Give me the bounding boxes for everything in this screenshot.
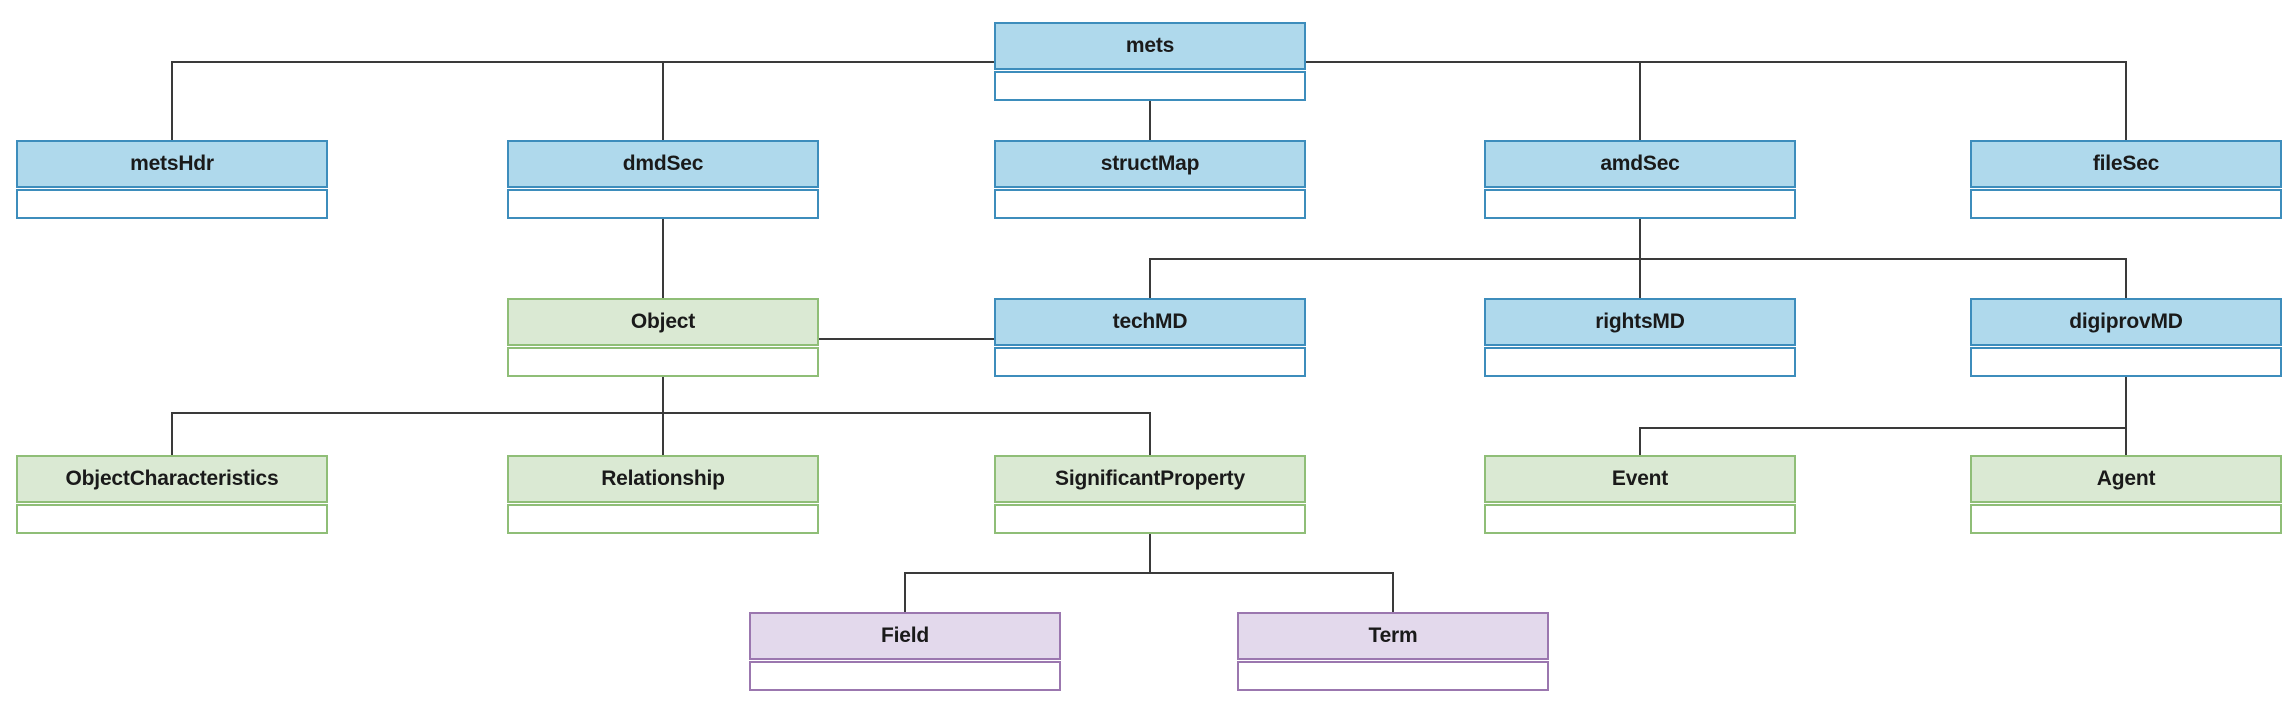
edge-digiprovmd-event <box>1639 427 1641 455</box>
node-filesec: fileSec <box>1970 140 2282 219</box>
node-relationship: Relationship <box>507 455 819 534</box>
node-object-label: Object <box>507 298 819 346</box>
edge-amdsec-rightsmd <box>1639 218 1641 298</box>
node-filesec-label: fileSec <box>1970 140 2282 188</box>
node-event: Event <box>1484 455 1796 534</box>
edge-mets-right-bus <box>1306 61 2127 63</box>
node-mets-compartment <box>994 71 1306 101</box>
node-significantproperty: SignificantProperty <box>994 455 1306 534</box>
node-object-compartment <box>507 347 819 377</box>
node-filesec-compartment <box>1970 189 2282 219</box>
node-term-label: Term <box>1237 612 1549 660</box>
node-term-compartment <box>1237 661 1549 691</box>
node-significantproperty-compartment <box>994 504 1306 534</box>
node-techmd-label: techMD <box>994 298 1306 346</box>
node-mets: mets <box>994 22 1306 101</box>
node-rightsmd-compartment <box>1484 347 1796 377</box>
node-amdsec-compartment <box>1484 189 1796 219</box>
node-agent-compartment <box>1970 504 2282 534</box>
edge-significantproperty-term <box>1392 572 1394 612</box>
edge-digiprovmd-bus <box>1639 427 2127 429</box>
edge-mets-amdsec <box>1639 61 1641 140</box>
edge-mets-filesec <box>2125 61 2127 140</box>
edge-mets-metshdr <box>171 61 173 140</box>
edge-object-techmd <box>819 338 994 340</box>
node-relationship-compartment <box>507 504 819 534</box>
node-amdsec-label: amdSec <box>1484 140 1796 188</box>
node-agent: Agent <box>1970 455 2282 534</box>
node-significantproperty-label: SignificantProperty <box>994 455 1306 503</box>
edge-amdsec-techmd <box>1149 258 1151 298</box>
edge-mets-left-bus <box>171 61 994 63</box>
node-techmd: techMD <box>994 298 1306 377</box>
edge-digiprovmd-down <box>2125 376 2127 455</box>
node-techmd-compartment <box>994 347 1306 377</box>
node-digiprovmd-label: digiprovMD <box>1970 298 2282 346</box>
node-structmap-label: structMap <box>994 140 1306 188</box>
node-digiprovmd: digiprovMD <box>1970 298 2282 377</box>
node-digiprovmd-compartment <box>1970 347 2282 377</box>
edge-amdsec-bus <box>1149 258 2127 260</box>
node-event-compartment <box>1484 504 1796 534</box>
edge-significantproperty-field <box>904 572 906 612</box>
node-field-label: Field <box>749 612 1061 660</box>
edge-object-objectcharacteristics <box>171 412 173 455</box>
node-term: Term <box>1237 612 1549 691</box>
node-amdsec: amdSec <box>1484 140 1796 219</box>
node-metshdr: metsHdr <box>16 140 328 219</box>
node-rightsmd: rightsMD <box>1484 298 1796 377</box>
edge-amdsec-digiprovmd <box>2125 258 2127 298</box>
node-relationship-label: Relationship <box>507 455 819 503</box>
edge-object-significantproperty <box>1149 412 1151 455</box>
node-dmdsec-compartment <box>507 189 819 219</box>
edge-significantproperty-bus <box>904 572 1394 574</box>
node-dmdsec: dmdSec <box>507 140 819 219</box>
node-object: Object <box>507 298 819 377</box>
node-rightsmd-label: rightsMD <box>1484 298 1796 346</box>
node-metshdr-compartment <box>16 189 328 219</box>
node-structmap: structMap <box>994 140 1306 219</box>
edge-dmdsec-object <box>662 218 664 298</box>
node-structmap-compartment <box>994 189 1306 219</box>
node-field-compartment <box>749 661 1061 691</box>
node-objectcharacteristics: ObjectCharacteristics <box>16 455 328 534</box>
node-objectcharacteristics-compartment <box>16 504 328 534</box>
node-agent-label: Agent <box>1970 455 2282 503</box>
edge-significantproperty-down <box>1149 533 1151 573</box>
edge-mets-dmdsec <box>662 61 664 140</box>
node-objectcharacteristics-label: ObjectCharacteristics <box>16 455 328 503</box>
node-event-label: Event <box>1484 455 1796 503</box>
edge-object-bus <box>171 412 1151 414</box>
node-metshdr-label: metsHdr <box>16 140 328 188</box>
node-field: Field <box>749 612 1061 691</box>
edge-object-down <box>662 376 664 455</box>
edge-mets-structmap <box>1149 100 1151 140</box>
node-dmdsec-label: dmdSec <box>507 140 819 188</box>
node-mets-label: mets <box>994 22 1306 70</box>
